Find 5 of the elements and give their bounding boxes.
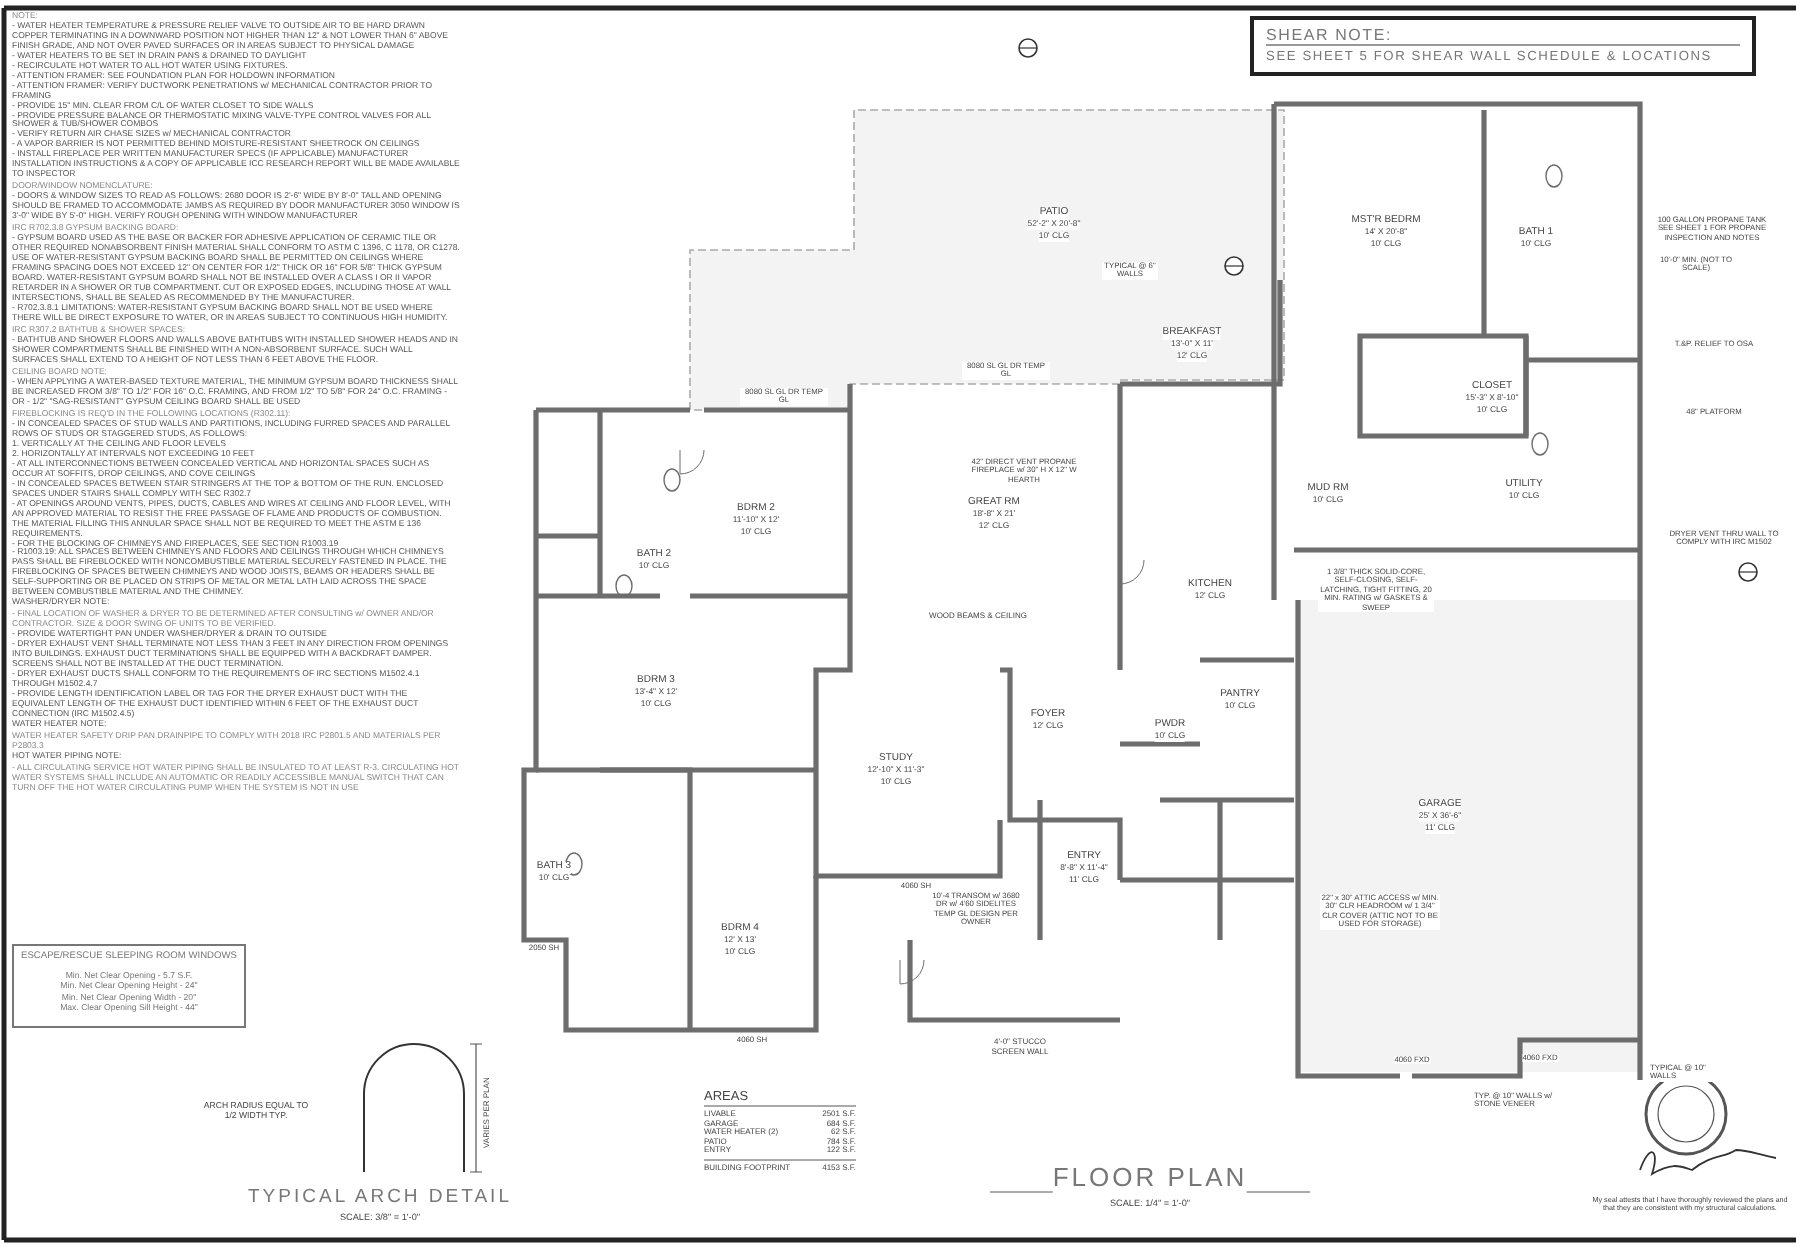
box-heading: SHEAR NOTE: (1266, 26, 1740, 46)
note-box (1250, 16, 1756, 76)
window-requirements-box (12, 944, 246, 1028)
drawing-title: FLOOR PLAN (1052, 1164, 1248, 1194)
drawing-title: TYPICAL ARCH DETAIL (248, 1188, 512, 1210)
